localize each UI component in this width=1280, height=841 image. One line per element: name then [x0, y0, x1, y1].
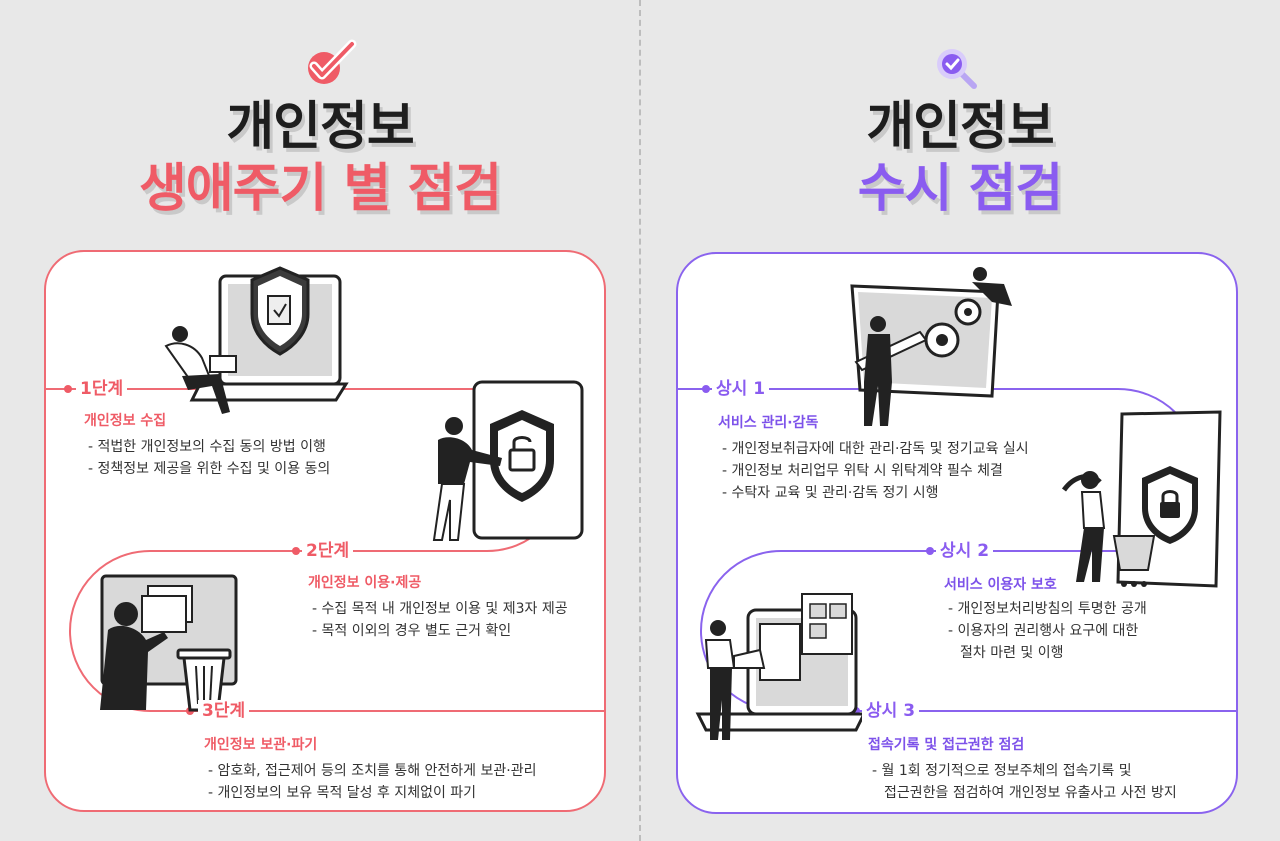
list-item: - 개인정보취급자에 대한 관리·감독 및 정기교육 실시: [722, 441, 1029, 457]
right-title: 개인정보 수시 점검: [760, 96, 1160, 220]
regular-3-text: 상시 3: [866, 701, 916, 721]
step-3-subtitle: 개인정보 보관·파기: [204, 737, 318, 753]
regular-3-items: - 월 1회 정기적으로 정보주체의 접속기록 및 접근권한을 점검하여 개인정…: [872, 760, 1177, 804]
regular-2-text: 상시 2: [940, 541, 990, 561]
regular-1-label: 상시 1: [712, 378, 770, 400]
list-item: - 암호화, 접근제어 등의 조치를 통해 안전하게 보관·관리: [208, 763, 537, 779]
regular-2-items: - 개인정보처리방침의 투명한 공개 - 이용자의 권리행사 요구에 대한 절차…: [948, 598, 1147, 664]
list-item: - 수집 목적 내 개인정보 이용 및 제3자 제공: [312, 601, 568, 617]
step-2-items: - 수집 목적 내 개인정보 이용 및 제3자 제공 - 목적 이외의 경우 별…: [312, 598, 568, 642]
left-title-line1: 개인정보: [226, 97, 414, 157]
laptop-windows-illustration: [694, 590, 868, 750]
list-item: - 월 1회 정기적으로 정보주체의 접속기록 및: [872, 763, 1132, 779]
step-3-text: 3단계: [202, 701, 246, 721]
step-1-items: - 적법한 개인정보의 수집 동의 방법 이행 - 정책정보 제공을 위한 수집…: [88, 436, 330, 480]
right-title-line1: 개인정보: [866, 97, 1054, 157]
gears-board-illustration: [842, 262, 1018, 436]
list-item: - 개인정보처리방침의 투명한 공개: [948, 601, 1147, 617]
left-title: 개인정보 생애주기 별 점검: [120, 96, 520, 220]
tablet-lock-illustration: [414, 380, 594, 556]
step-2-text: 2단계: [306, 541, 350, 561]
regular-3-subtitle: 접속기록 및 접근권한 점검: [868, 737, 1025, 753]
list-item: - 정책정보 제공을 위한 수집 및 이용 동의: [88, 461, 331, 477]
regular-2-subtitle: 서비스 이용자 보호: [944, 577, 1057, 593]
step-1-text: 1단계: [80, 379, 124, 399]
regular-3-label: 상시 3: [862, 700, 920, 722]
list-item: - 적법한 개인정보의 수집 동의 방법 이행: [88, 439, 326, 455]
folder-trash-illustration: [92, 570, 242, 720]
regular-1-subtitle: 서비스 관리·감독: [718, 415, 819, 431]
list-item: - 이용자의 권리행사 요구에 대한: [948, 623, 1139, 639]
step-2-subtitle: 개인정보 이용·제공: [308, 575, 422, 591]
list-item: 접근권한을 점검하여 개인정보 유출사고 사전 방지: [884, 785, 1177, 801]
checkmark-badge-icon: [300, 38, 360, 92]
list-item: - 수탁자 교육 및 관리·감독 정기 시행: [722, 485, 939, 501]
step-1-subtitle: 개인정보 수집: [84, 413, 167, 429]
center-divider: [639, 0, 641, 841]
list-item: 절차 마련 및 이행: [960, 645, 1064, 661]
step-2-label: 2단계: [302, 540, 354, 562]
right-title-line2: 수시 점검: [857, 159, 1063, 219]
regular-1-items: - 개인정보취급자에 대한 관리·감독 및 정기교육 실시 - 개인정보 처리업…: [722, 438, 1029, 504]
laptop-shield-illustration: [150, 262, 350, 436]
list-item: - 목적 이외의 경우 별도 근거 확인: [312, 623, 512, 639]
phone-lock-cart-illustration: [1060, 410, 1226, 596]
list-item: - 개인정보 처리업무 위탁 시 위탁계약 필수 체결: [722, 463, 1003, 479]
step-3-label: 3단계: [198, 700, 250, 722]
regular-1-text: 상시 1: [716, 379, 766, 399]
left-title-line2: 생애주기 별 점검: [138, 159, 502, 219]
magnifier-check-icon: [932, 46, 982, 96]
step-1-label: 1단계: [76, 378, 128, 400]
step-3-items: - 암호화, 접근제어 등의 조치를 통해 안전하게 보관·관리 - 개인정보의…: [208, 760, 536, 804]
list-item: - 개인정보의 보유 목적 달성 후 지체없이 파기: [208, 785, 477, 801]
regular-2-label: 상시 2: [936, 540, 994, 562]
